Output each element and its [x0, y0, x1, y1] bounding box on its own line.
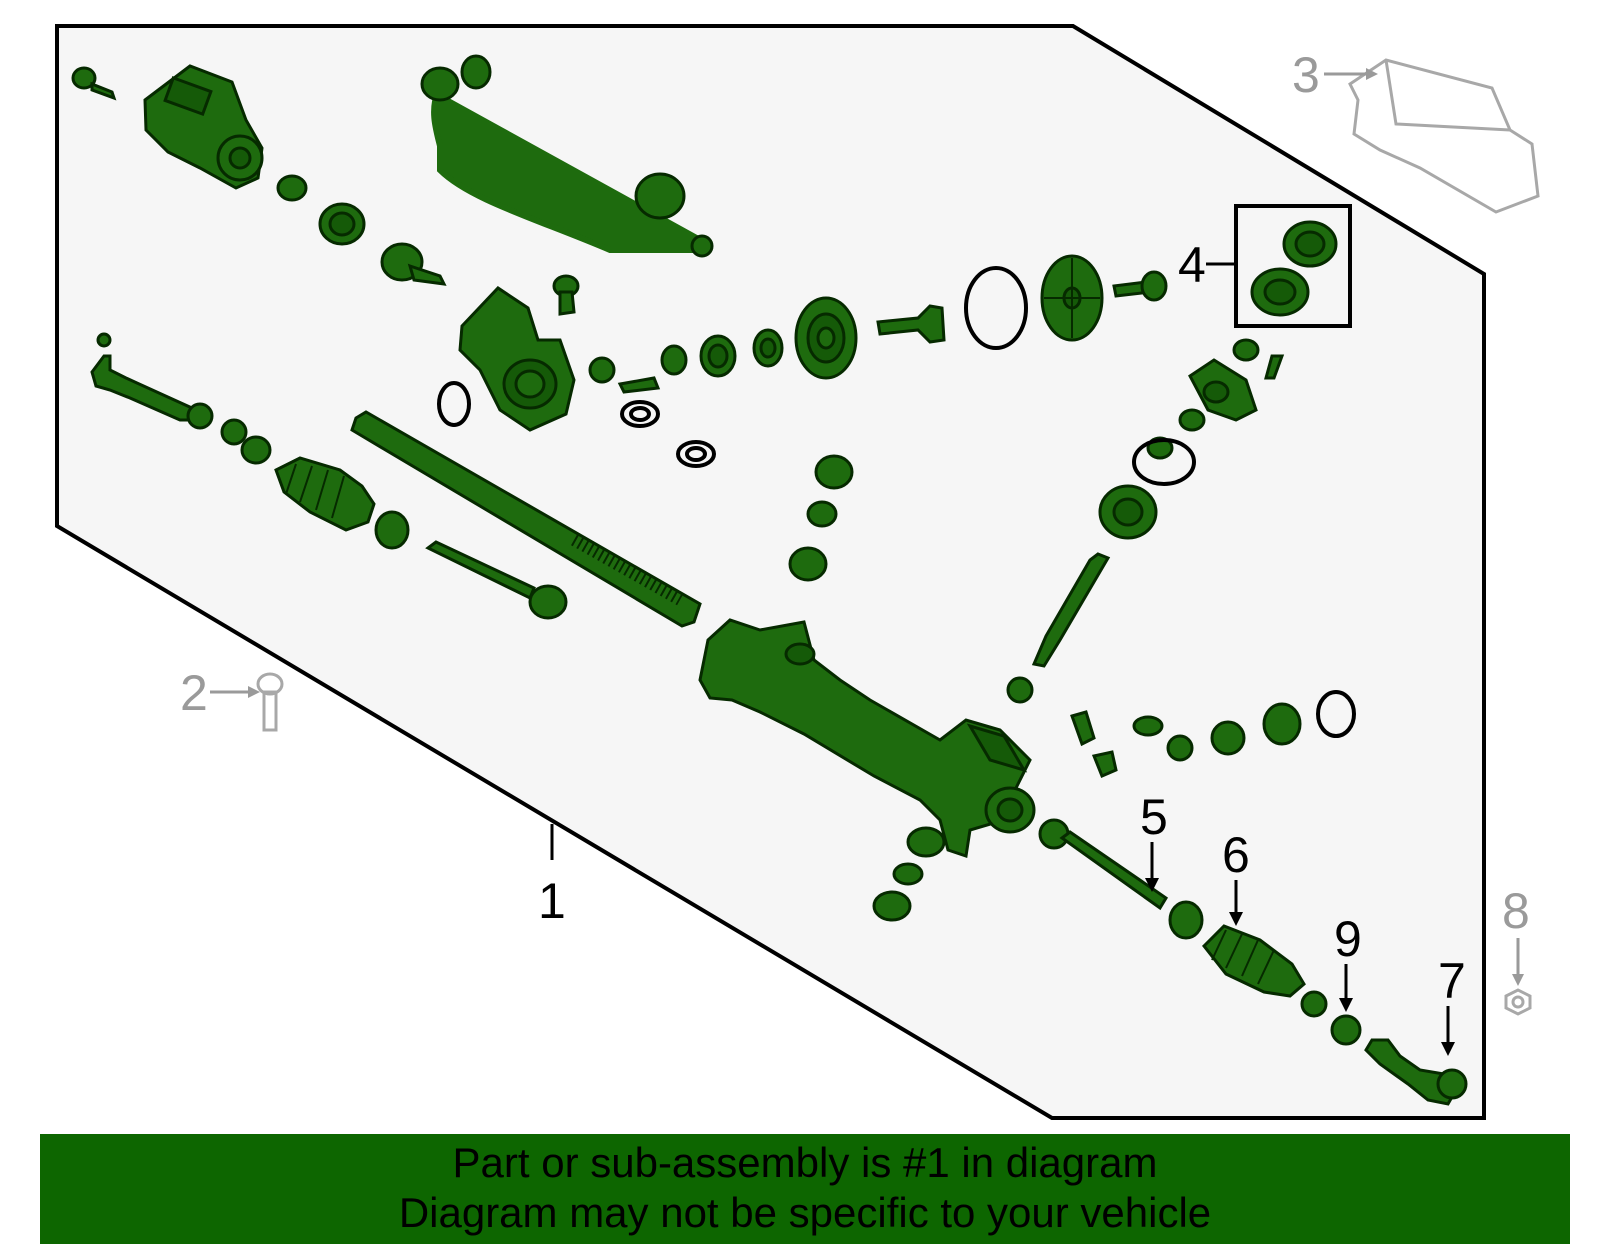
damper-disc	[1040, 254, 1104, 342]
callout-8: 8	[1502, 883, 1530, 939]
clamp-left	[374, 510, 410, 550]
bushing-l	[1132, 715, 1164, 737]
motor-ecu-unit	[143, 64, 264, 190]
o-ring-large	[964, 266, 1028, 350]
pin-e	[1264, 354, 1285, 380]
seal-ring-a	[318, 202, 366, 246]
nut-right-a	[1300, 990, 1328, 1018]
callout-7: 7	[1438, 953, 1466, 1009]
banner-line-1: Part or sub-assembly is #1 in diagram	[452, 1139, 1158, 1186]
jam-nut	[1330, 1014, 1362, 1046]
bolt-2	[256, 672, 284, 732]
pinion-cap	[1188, 358, 1258, 422]
callout-4-box	[1234, 204, 1352, 328]
inner-tie-rod-right	[1038, 818, 1169, 911]
callout-9: 9	[1334, 911, 1362, 967]
callout-2: 2	[180, 665, 208, 721]
o-ring-right	[1316, 690, 1356, 738]
seal-kit-a	[1282, 220, 1338, 268]
wire-harness	[420, 54, 714, 258]
clip-k	[1070, 710, 1096, 747]
boot-right	[1201, 924, 1306, 998]
bearing-b	[752, 328, 784, 368]
bushing-o	[1262, 702, 1302, 746]
seal-kit-b	[1250, 267, 1310, 317]
bushing-small	[276, 174, 308, 202]
bushing-c	[660, 344, 688, 376]
inner-tie-rod-left	[425, 540, 568, 620]
o-ring-pinion	[1132, 438, 1196, 486]
motor-bolt	[380, 242, 447, 286]
disclaimer-banner: Part or sub-assembly is #1 in diagram Di…	[40, 1134, 1570, 1244]
rack-bar	[350, 410, 702, 628]
callout-3: 3	[1292, 47, 1320, 103]
mount-bushing-c	[872, 890, 912, 922]
washer-b	[676, 440, 716, 468]
rack-housing	[698, 618, 1036, 858]
o-ring-left	[437, 381, 471, 427]
mount-bushing-a	[906, 826, 946, 858]
nut-left-a	[220, 418, 248, 446]
tie-rod-end-left	[90, 332, 214, 430]
bushing-i	[806, 500, 838, 528]
worm-shaft	[876, 304, 946, 344]
mount-bushing-b	[892, 862, 924, 886]
tie-rod-end-right	[1364, 1038, 1468, 1106]
callout-6: 6	[1222, 827, 1250, 883]
pinion-bearing	[1098, 484, 1158, 540]
bushing-k	[1091, 750, 1118, 778]
steering-column-cover	[1348, 58, 1540, 214]
clamp-right	[1168, 900, 1204, 940]
nut-left-b	[240, 435, 272, 465]
bushing-n	[1210, 720, 1246, 756]
washer-a	[620, 400, 660, 428]
bearing-a	[699, 334, 737, 378]
assembly-panel	[55, 24, 1486, 1120]
bolt-right	[1112, 270, 1168, 302]
bushing-e	[1178, 408, 1206, 432]
bushing-m	[1166, 734, 1194, 762]
small-bolt-housing	[552, 274, 580, 316]
pinion-shaft	[1031, 552, 1111, 668]
bushing-b	[588, 356, 616, 384]
banner-line-2: Diagram may not be specific to your vehi…	[398, 1189, 1212, 1236]
nut-8	[1504, 988, 1532, 1016]
worm-wheel	[794, 296, 858, 380]
clip-small	[617, 376, 661, 394]
bushing-d	[1232, 338, 1260, 362]
boot-left	[274, 456, 376, 532]
callout-1: 1	[538, 873, 566, 929]
bushing-g	[1006, 676, 1034, 704]
bolt-top-left	[71, 66, 117, 101]
callout-5: 5	[1140, 789, 1168, 845]
bushing-h	[814, 454, 854, 490]
bushing-j	[788, 546, 828, 582]
callout-4: 4	[1178, 237, 1206, 293]
gear-housing	[458, 286, 576, 432]
